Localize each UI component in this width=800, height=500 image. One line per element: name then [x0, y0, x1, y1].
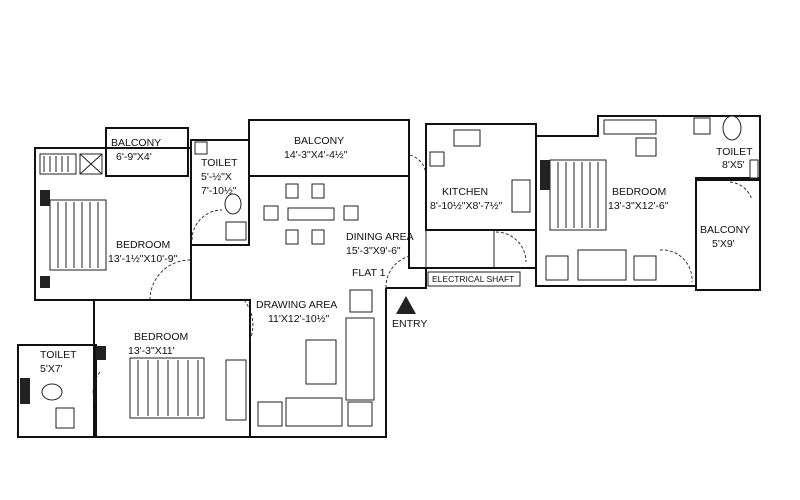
- balcony-top-left-dim: 6'-9"X4': [116, 151, 152, 163]
- furniture: [20, 115, 759, 429]
- flat-label: FLAT 1: [352, 267, 386, 279]
- toilet-top-name: TOILET: [201, 157, 238, 169]
- toilet-right-name: TOILET: [716, 146, 753, 158]
- balcony-top-left-name: BALCONY: [111, 137, 161, 149]
- bedroom-bottom-dim: 13'-3"X11': [128, 345, 175, 357]
- walls: [17, 115, 761, 438]
- kitchen-name: KITCHEN: [442, 186, 488, 198]
- balcony-right-dim: 5'X9': [712, 238, 735, 250]
- electrical-shaft-label: ELECTRICAL SHAFT: [432, 274, 514, 284]
- drawing-dim: 11'X12'-10½": [268, 313, 330, 325]
- doors: [92, 154, 753, 405]
- room-labels: BALCONY 6'-9"X4' TOILET 5'-½"X 7'-10½" B…: [40, 135, 753, 375]
- balcony-top-center-dim: 14'-3"X4'-4½": [284, 149, 348, 161]
- balcony-top-center-name: BALCONY: [294, 135, 344, 147]
- balcony-right-name: BALCONY: [700, 224, 750, 236]
- dining-name: DINING AREA: [346, 231, 414, 243]
- bedroom-right-name: BEDROOM: [612, 186, 666, 198]
- bedroom-left-name: BEDROOM: [116, 239, 170, 251]
- entry-arrow-icon: [396, 296, 416, 314]
- bedroom-right-dim: 13'-3"X12'-6": [608, 200, 669, 212]
- dining-dim: 15'-3"X9'-6": [346, 245, 401, 257]
- toilet-top-dim1: 5'-½"X: [201, 171, 232, 183]
- toilet-top-dim2: 7'-10½": [201, 185, 237, 197]
- drawing-name: DRAWING AREA: [256, 299, 337, 311]
- toilet-right-dim: 8'X5': [722, 159, 745, 171]
- bedroom-left-dim: 13'-1½"X10'-9": [108, 253, 178, 265]
- bedroom-bottom-name: BEDROOM: [134, 331, 188, 343]
- toilet-bottom-dim: 5'X7': [40, 363, 63, 375]
- entry-label: ENTRY: [392, 318, 427, 330]
- kitchen-dim: 8'-10½"X8'-7½": [430, 200, 502, 212]
- toilet-bottom-name: TOILET: [40, 349, 77, 361]
